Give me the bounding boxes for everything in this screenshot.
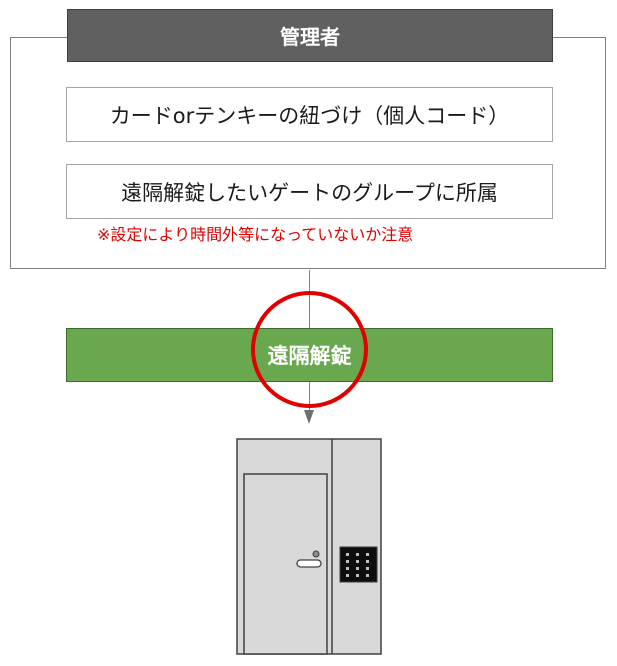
highlight-circle	[251, 291, 368, 408]
admin-section-frame	[10, 37, 606, 269]
admin-title: 管理者	[280, 25, 340, 49]
door-with-keypad-icon	[236, 438, 382, 655]
task-gate-group: 遠隔解錠したいゲートのグループに所属	[66, 164, 553, 219]
admin-header: 管理者	[67, 9, 553, 62]
arrow-down-icon	[304, 410, 314, 424]
task-card-linking: カードorテンキーの紐づけ（個人コード）	[66, 87, 553, 142]
task-card-linking-label: カードorテンキーの紐づけ（個人コード）	[109, 103, 510, 128]
warning-note: ※設定により時間外等になっていないか注意	[97, 225, 414, 244]
task-gate-group-label: 遠隔解錠したいゲートのグループに所属	[121, 180, 498, 205]
